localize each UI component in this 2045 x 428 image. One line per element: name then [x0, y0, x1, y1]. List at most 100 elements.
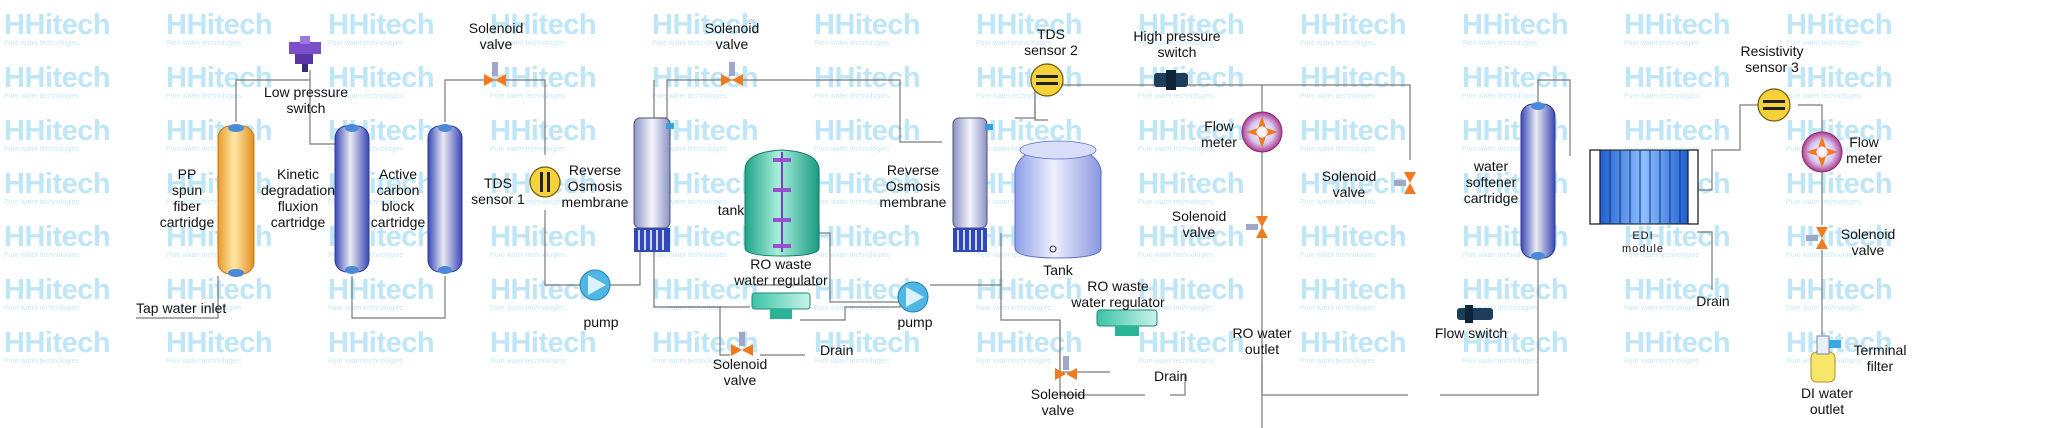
watermark-brand: HHitech [814, 62, 921, 94]
watermark-brand: HHitech [1138, 9, 1245, 41]
watermark-tagline: Pure water technologies [814, 93, 890, 100]
solenoid-valve-5-icon [1246, 216, 1268, 238]
label-high-pressure-switch: High pressure switch [1133, 28, 1221, 60]
watermark-brand: HHitech [1138, 274, 1245, 306]
watermark-brand: HHitech [1786, 168, 1893, 200]
watermark-brand: HHitech [1300, 327, 1407, 359]
tank-1 [744, 149, 820, 257]
watermark-brand: HHitech [166, 62, 273, 94]
watermark-tagline: Pure water technologies [1786, 40, 1862, 47]
water-softener-cartridge [1520, 102, 1556, 260]
label-drain-3: Drain [1696, 293, 1730, 309]
watermark-tagline: Pure water technologies [1624, 252, 1700, 259]
watermark-tagline: Pure water technologies [1786, 252, 1862, 259]
watermark-tagline: Pure water technologies [814, 146, 890, 153]
watermark-brand: HHitech [166, 9, 273, 41]
label-flow-switch: Flow switch [1434, 325, 1508, 341]
watermark-tagline: Pure water technologies [814, 305, 890, 312]
watermark-tagline: Pure water technologies [166, 199, 242, 206]
label-solenoid-valve-4: Solenoid valve [1030, 386, 1086, 418]
watermark-tagline: Pure water technologies [1300, 358, 1376, 365]
pipe-network [136, 70, 1823, 428]
label-low-pressure-switch: Low pressure switch [263, 84, 349, 116]
label-pp-cartridge: PP spun fiber cartridge [159, 166, 215, 230]
label-pump-2: pump [897, 314, 933, 330]
watermark-brand: HHitech [328, 274, 435, 306]
ro-waste-regulator-1-icon [751, 292, 811, 319]
label-flow-meter-2: Flow meter [1846, 134, 1882, 166]
watermark-tagline: Pure water technologies [166, 93, 242, 100]
solenoid-valve-3-icon [731, 332, 753, 356]
watermark-brand: HHitech [490, 327, 597, 359]
watermark-brand: HHitech [4, 62, 111, 94]
watermark-tagline: Pure water technologies [1138, 252, 1214, 259]
resistivity-sensor-icon [1757, 88, 1791, 122]
watermark-tagline: Pure water technologies [328, 358, 404, 365]
watermark-brand: HHitech [1300, 168, 1407, 200]
watermark-tagline: Pure water technologies [4, 146, 80, 153]
watermark-brand: HHitech [166, 274, 273, 306]
watermark-tagline: Pure water technologies [976, 93, 1052, 100]
watermark-tagline: Pure water technologies [166, 252, 242, 259]
label-kinetic-cartridge: Kinetic degradation fluxion cartridge [261, 166, 335, 230]
watermark-tagline: Pure water technologies [1138, 40, 1214, 47]
label-terminal-filter: Terminal filter [1853, 342, 1907, 374]
watermark-tagline: Pure water technologies [1138, 93, 1214, 100]
watermark-tagline: Pure water technologies [1300, 40, 1376, 47]
watermark-brand: HHitech [490, 9, 597, 41]
watermark-tagline: Pure water technologies [328, 305, 404, 312]
watermark-tagline: Pure water technologies [1462, 93, 1538, 100]
watermark-brand: HHitech [1462, 327, 1569, 359]
watermark-brand: HHitech [1624, 327, 1731, 359]
watermark-brand: HHitech [814, 327, 921, 359]
watermark-brand: HHitech [1462, 274, 1569, 306]
watermark-brand: HHitech [1462, 62, 1569, 94]
label-solenoid-valve-1: Solenoid valve [468, 20, 524, 52]
watermark-tagline: Pure water technologies [814, 40, 890, 47]
watermark-brand: HHitech [976, 62, 1083, 94]
pump-1-icon [579, 269, 611, 301]
watermark-brand: HHitech [814, 115, 921, 147]
watermark-brand: HHitech [4, 221, 111, 253]
solenoid-valve-6-icon [1394, 172, 1416, 194]
flow-meter-2-icon [1801, 131, 1843, 173]
watermark-brand: HHitech [1786, 274, 1893, 306]
watermark-tagline: Pure water technologies [814, 252, 890, 259]
watermark-brand: HHitech [976, 327, 1083, 359]
tank-2 [1014, 140, 1102, 259]
watermark-tagline: Pure water technologies [814, 199, 890, 206]
label-ro-waste-regulator-1: RO waste water regulator [734, 256, 828, 288]
watermark-tagline: Pure water technologies [4, 252, 80, 259]
watermark-tagline: Pure water technologies [1462, 40, 1538, 47]
watermark-tagline: Pure water technologies [490, 305, 566, 312]
watermark-tagline: Pure water technologies [1462, 252, 1538, 259]
watermark-brand: HHitech [814, 221, 921, 253]
watermark-brand: HHitech [490, 62, 597, 94]
watermark-brand: HHitech [4, 274, 111, 306]
tds-sensor-1-icon [529, 166, 561, 198]
watermark-brand: HHitech [814, 9, 921, 41]
watermark-tagline: Pure water technologies [1138, 358, 1214, 365]
watermark-tagline: Pure water technologies [976, 305, 1052, 312]
label-solenoid-valve-7: Solenoid valve [1840, 226, 1896, 258]
watermark-tagline: Pure water technologies [1138, 146, 1214, 153]
terminal-filter-icon [1810, 335, 1841, 383]
watermark-tagline: Pure water technologies [1462, 358, 1538, 365]
flow-switch-icon [1457, 305, 1493, 323]
label-resistivity-sensor: Resistivity sensor 3 [1740, 43, 1804, 75]
watermark-tagline: Pure water technologies [1462, 305, 1538, 312]
watermark-brand: HHitech [490, 274, 597, 306]
active-carbon-cartridge [427, 124, 463, 274]
watermark-brand: HHitech [1300, 115, 1407, 147]
label-ro-membrane-1: Reverse Osmosis membrane [561, 162, 629, 210]
watermark-tagline: Pure water technologies [1300, 146, 1376, 153]
solenoid-valve-7-icon [1806, 227, 1828, 249]
watermark-tagline: Pure water technologies [1786, 93, 1862, 100]
label-water-softener: water softener cartridge [1463, 158, 1519, 206]
label-ro-water-outlet: RO water outlet [1232, 325, 1292, 357]
watermark-brand: HHitech [1786, 9, 1893, 41]
kinetic-cartridge [334, 124, 370, 274]
watermark-brand: HHitech [1624, 221, 1731, 253]
watermark-brand: HHitech [1624, 9, 1731, 41]
